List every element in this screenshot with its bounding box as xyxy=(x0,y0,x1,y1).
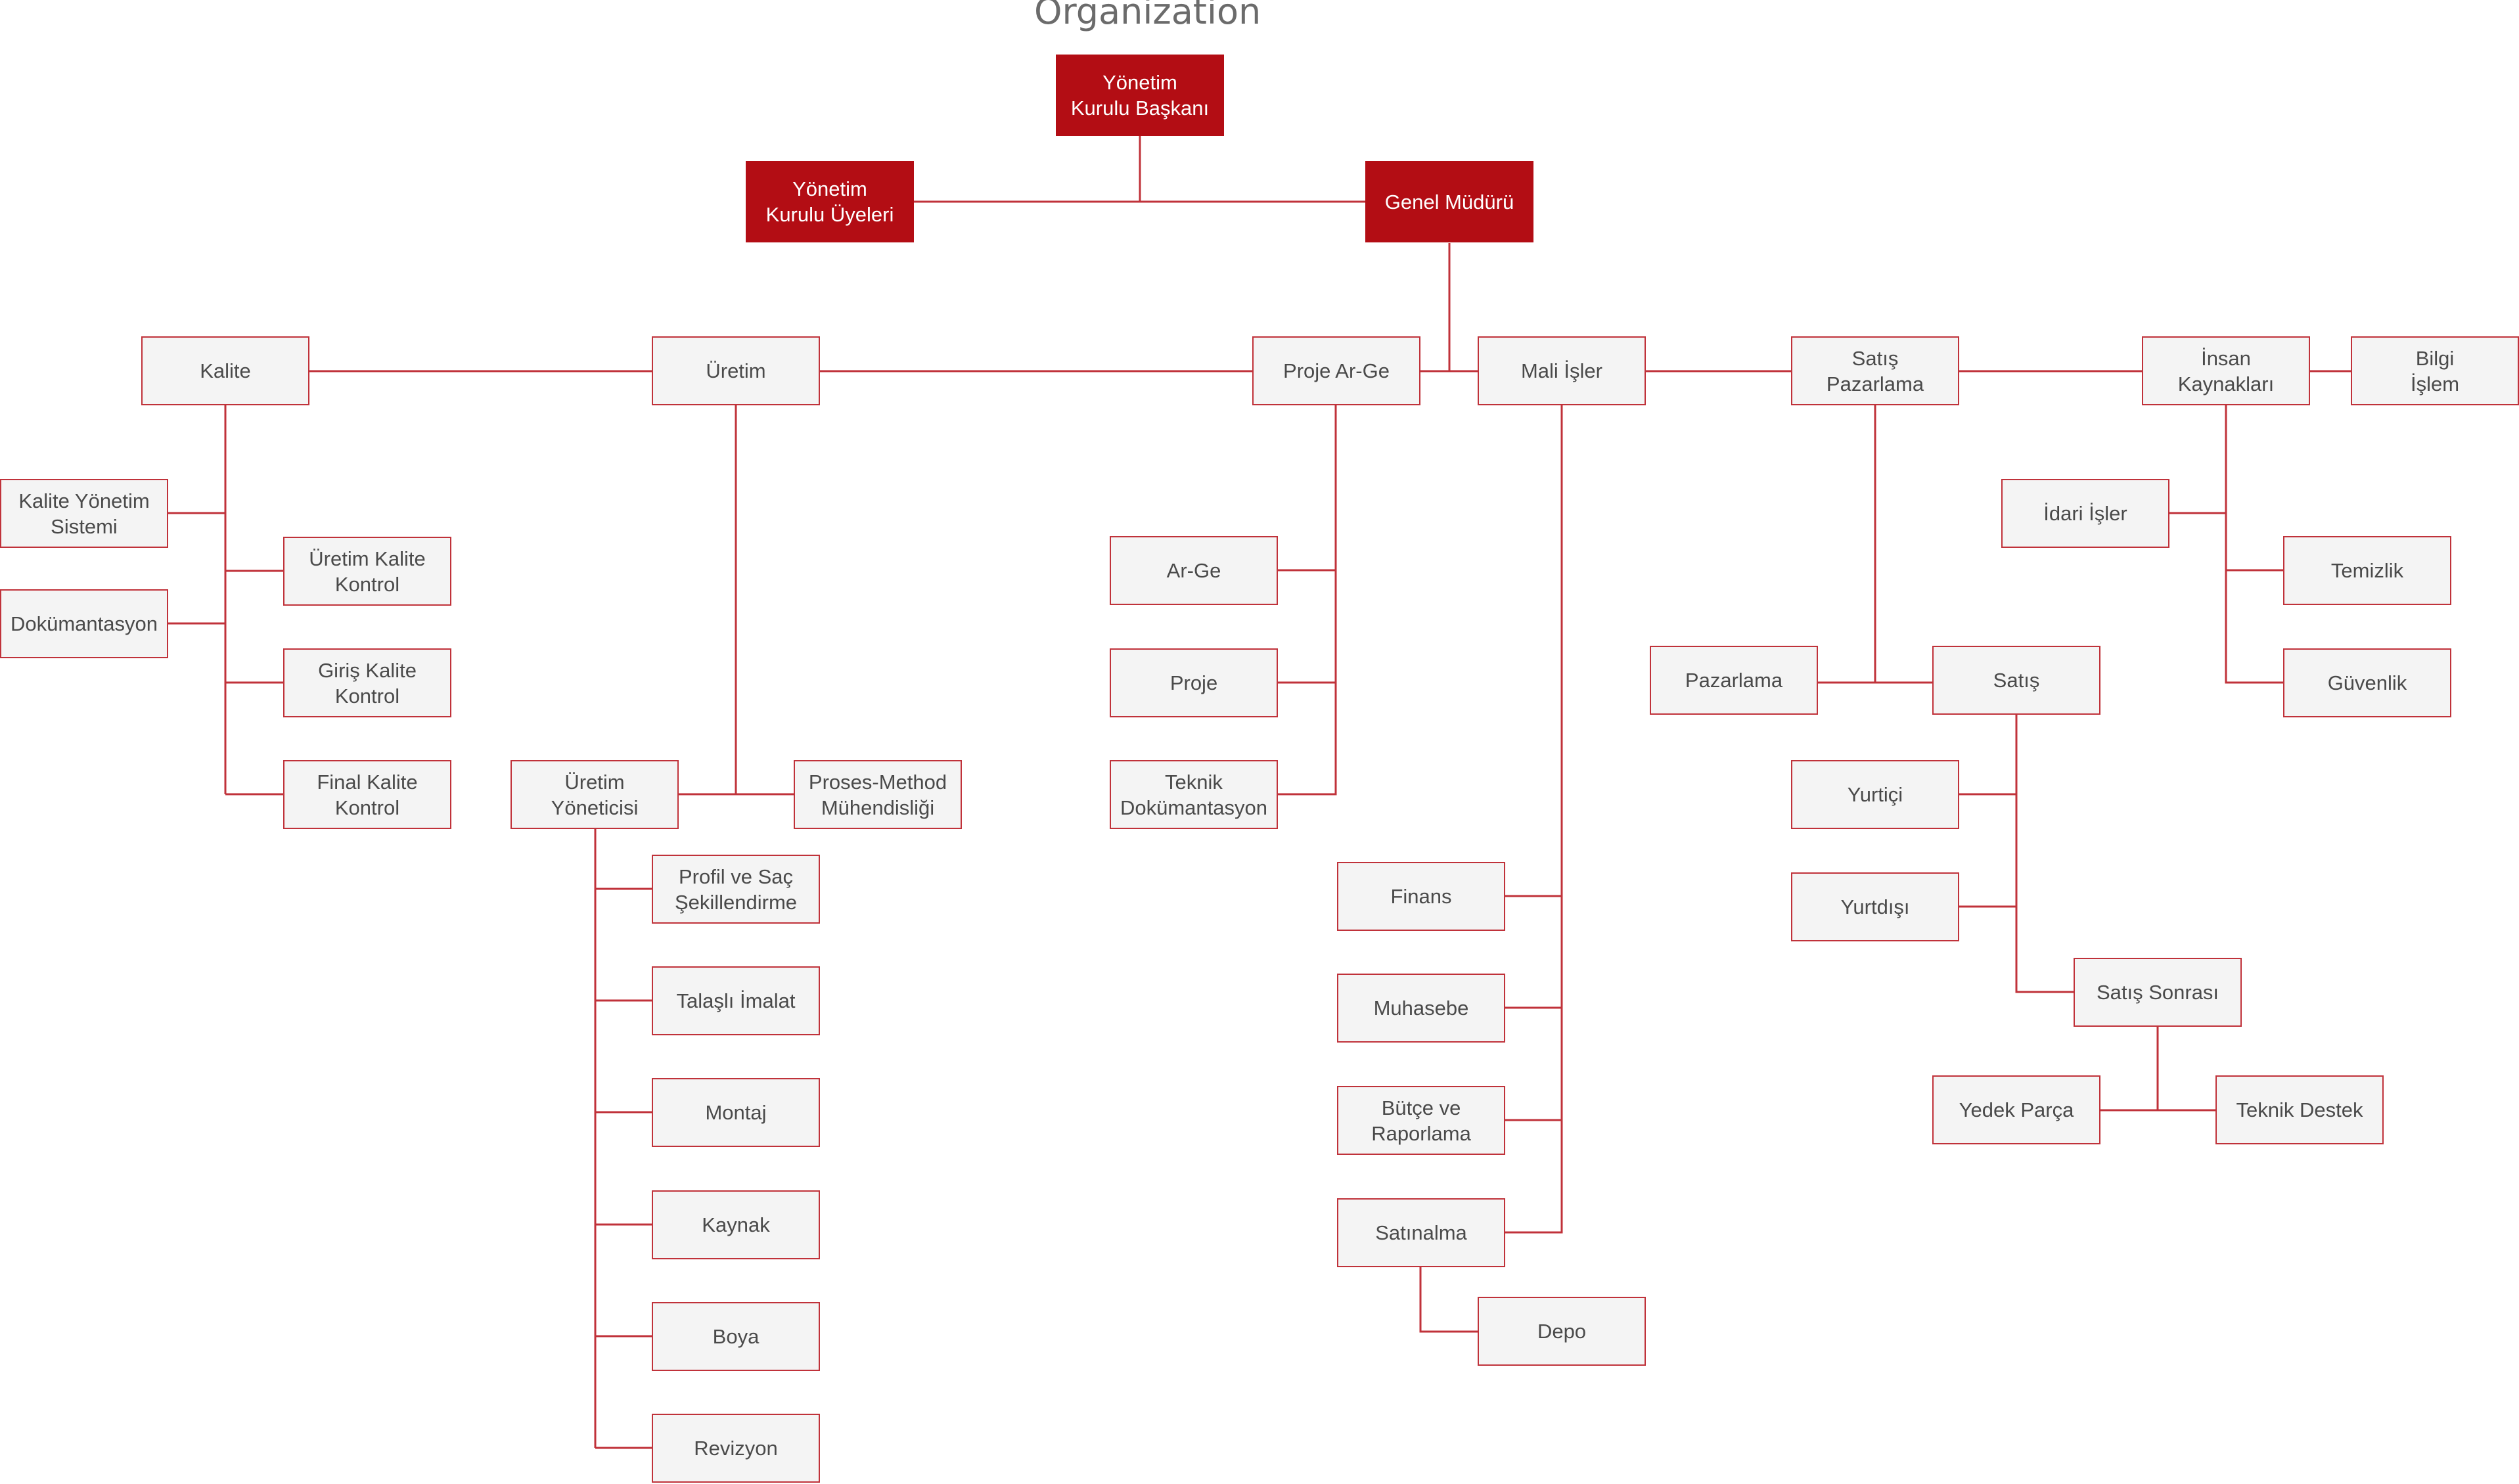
node-kalite-yonetim-sistemi: Kalite Yönetim Sistemi xyxy=(0,479,168,548)
node-yonetim-kurulu-uyeleri: Yönetim Kurulu Üyeleri xyxy=(746,161,914,242)
node-satis-pazarlama: Satış Pazarlama xyxy=(1791,336,1959,405)
node-depo: Depo xyxy=(1478,1297,1646,1366)
node-mali-isler: Mali İşler xyxy=(1478,336,1646,405)
node-dokumantasyon: Dokümantasyon xyxy=(0,589,168,658)
node-revizyon: Revizyon xyxy=(652,1414,820,1483)
node-yurtdisi: Yurtdışı xyxy=(1791,872,1959,941)
node-butce-raporlama: Bütçe ve Raporlama xyxy=(1337,1086,1505,1155)
node-temizlik: Temizlik xyxy=(2283,536,2451,605)
node-finans: Finans xyxy=(1337,862,1505,931)
node-satis: Satış xyxy=(1932,646,2100,715)
node-proje-arge: Proje Ar-Ge xyxy=(1252,336,1420,405)
node-teknik-dokumantasyon: Teknik Dokümantasyon xyxy=(1110,760,1278,829)
node-satis-sonrasi: Satış Sonrası xyxy=(2074,958,2242,1027)
node-arge: Ar-Ge xyxy=(1110,536,1278,605)
node-kalite: Kalite xyxy=(141,336,309,405)
node-uretim-kalite-kontrol: Üretim Kalite Kontrol xyxy=(283,537,451,606)
node-insan-kaynaklari: İnsan Kaynakları xyxy=(2142,336,2310,405)
node-giris-kalite-kontrol: Giriş Kalite Kontrol xyxy=(283,648,451,717)
node-muhasebe: Muhasebe xyxy=(1337,974,1505,1043)
node-yonetim-kurulu-baskani: Yönetim Kurulu Başkanı xyxy=(1056,55,1224,136)
node-final-kalite-kontrol: Final Kalite Kontrol xyxy=(283,760,451,829)
node-boya: Boya xyxy=(652,1302,820,1371)
node-guvenlik: Güvenlik xyxy=(2283,648,2451,717)
node-pazarlama: Pazarlama xyxy=(1650,646,1818,715)
node-profil-sac: Profil ve Saç Şekillendirme xyxy=(652,855,820,924)
node-proje: Proje xyxy=(1110,648,1278,717)
node-teknik-destek: Teknik Destek xyxy=(2215,1075,2384,1144)
node-bilgi-islem: Bilgi İşlem xyxy=(2351,336,2519,405)
node-kaynak: Kaynak xyxy=(652,1190,820,1259)
node-talasli-imalat: Talaşlı İmalat xyxy=(652,966,820,1035)
node-yedek-parca: Yedek Parça xyxy=(1932,1075,2100,1144)
node-genel-muduru: Genel Müdürü xyxy=(1365,161,1533,242)
node-yurtici: Yurtiçi xyxy=(1791,760,1959,829)
page-title: Organization xyxy=(1034,0,1261,32)
node-satinalma: Satınalma xyxy=(1337,1198,1505,1267)
node-proses-method: Proses-Method Mühendisliği xyxy=(794,760,962,829)
node-uretim-yoneticisi: Üretim Yöneticisi xyxy=(511,760,679,829)
node-idari-isler: İdari İşler xyxy=(2001,479,2169,548)
node-montaj: Montaj xyxy=(652,1078,820,1147)
node-uretim: Üretim xyxy=(652,336,820,405)
